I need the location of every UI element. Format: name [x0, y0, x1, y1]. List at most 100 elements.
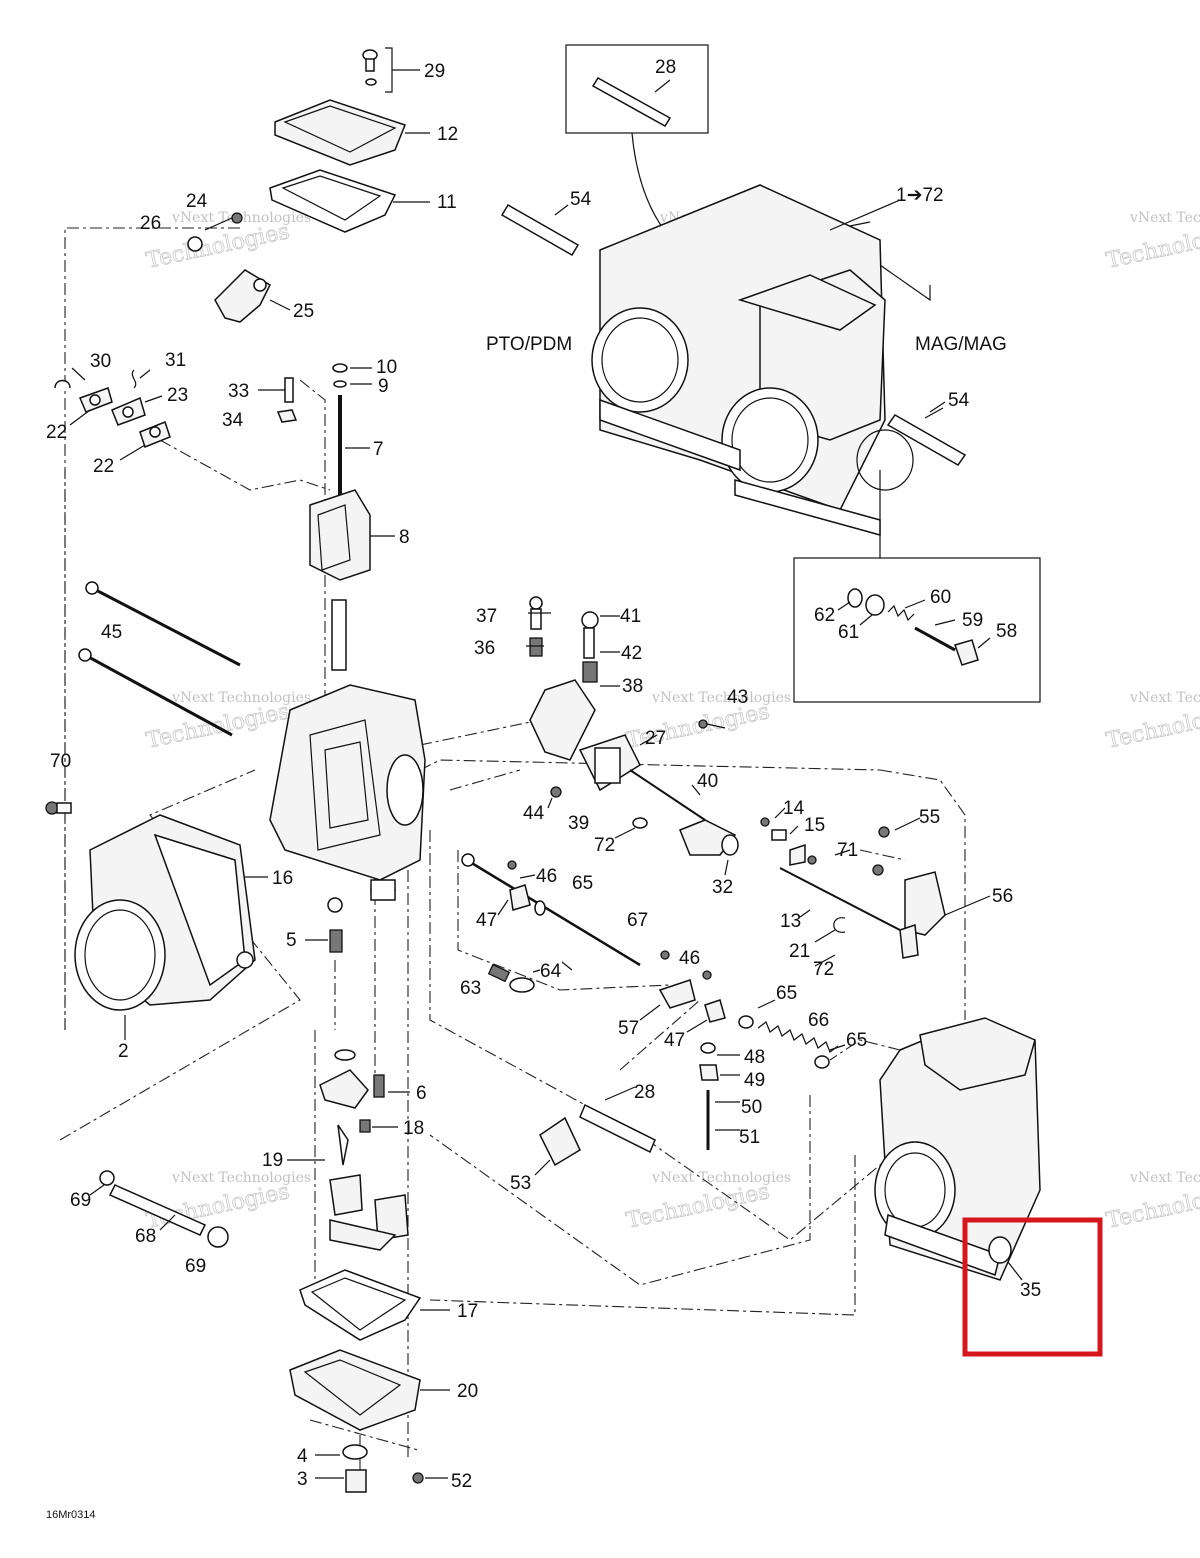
callout-33: 33	[228, 381, 249, 402]
gasket-11	[269, 169, 430, 233]
callout-20: 20	[457, 1381, 478, 1402]
callouts: 29 12 11 24 26 25 30 31 23 22 22 33 34 1…	[46, 57, 1041, 1492]
callout-53: 53	[510, 1173, 531, 1194]
callout-11: 11	[437, 192, 457, 213]
float-parts-6-18-19	[319, 1049, 410, 1251]
carburetor-body	[269, 684, 426, 901]
callout-67: 67	[627, 910, 648, 931]
top-cover-12	[274, 99, 430, 166]
watermark-text: Technologies	[1104, 1179, 1200, 1234]
pilot-screw-48-51	[699, 1042, 740, 1150]
callout-49: 49	[744, 1070, 765, 1091]
tubes-54	[500, 203, 967, 466]
callout-43: 43	[727, 687, 748, 708]
watermark-text: vNext Technologies	[1129, 690, 1200, 706]
callout-22b: 22	[93, 456, 114, 477]
callout-48: 48	[744, 1047, 765, 1068]
callout-18: 18	[403, 1118, 424, 1139]
callout-26: 26	[140, 213, 161, 234]
callout-45: 45	[101, 622, 122, 643]
callout-55: 55	[919, 807, 940, 828]
callout-61: 61	[838, 622, 859, 643]
inset-box-28	[565, 44, 709, 134]
callout-70: 70	[50, 751, 71, 772]
callout-4: 4	[297, 1446, 308, 1467]
watermark-text: vNext Technologies	[651, 690, 791, 706]
watermark-text: Technologies	[1104, 699, 1200, 754]
callout-47a: 47	[476, 910, 497, 931]
linkage-22-23	[54, 369, 171, 461]
callout-31: 31	[165, 350, 186, 371]
watermark-text: vNext Technologies	[171, 1170, 311, 1186]
callout-65c: 65	[846, 1030, 867, 1051]
tube-28-53	[534, 1086, 656, 1176]
watermark-text: vNext Technologies	[171, 690, 311, 706]
callout-21: 21	[789, 941, 810, 962]
callout-66: 66	[808, 1010, 829, 1031]
callout-15: 15	[804, 815, 825, 836]
callout-63: 63	[460, 978, 481, 999]
callout-29: 29	[424, 61, 445, 82]
callout-69b: 69	[185, 1256, 206, 1277]
callout-39: 39	[568, 813, 589, 834]
callout-14: 14	[783, 798, 805, 819]
callout-51: 51	[739, 1127, 760, 1148]
callout-60: 60	[930, 587, 951, 608]
throttle-lever-parts	[526, 596, 739, 856]
callout-72a: 72	[594, 835, 615, 856]
callout-16: 16	[272, 868, 293, 889]
float-bowl-20	[289, 1349, 450, 1431]
screw-70	[45, 801, 72, 815]
callout-8: 8	[399, 527, 410, 548]
callout-19: 19	[262, 1150, 283, 1171]
callout-58: 58	[996, 621, 1017, 642]
callout-62: 62	[814, 605, 835, 626]
callout-7: 7	[373, 439, 384, 460]
callout-47b: 47	[664, 1030, 685, 1051]
callout-46a: 46	[536, 866, 557, 887]
callout-25: 25	[293, 301, 314, 322]
watermark-text: vNext Technologies	[1129, 1170, 1200, 1186]
callout-40: 40	[697, 771, 718, 792]
choke-parts-57-63-64	[487, 950, 726, 1033]
callout-9: 9	[378, 376, 389, 397]
callout-57: 57	[618, 1018, 639, 1039]
watermark-text: Technologies	[624, 1179, 772, 1234]
callout-50: 50	[741, 1097, 762, 1118]
callout-65a: 65	[572, 873, 593, 894]
twin-carburetor-assembly	[591, 184, 914, 536]
screws-33-34	[258, 363, 372, 423]
spring-66	[738, 999, 846, 1069]
drain-plug-3-4	[315, 1444, 448, 1493]
callout-13: 13	[780, 911, 801, 932]
callout-10: 10	[376, 357, 397, 378]
callout-28a: 28	[655, 57, 676, 78]
highlight-box-35	[962, 1217, 1103, 1357]
throttle-slide-8	[309, 489, 395, 581]
callout-23: 23	[167, 385, 188, 406]
callout-32: 32	[712, 877, 733, 898]
choke-rod-67	[461, 853, 641, 967]
callout-56: 56	[992, 886, 1013, 907]
callout-71: 71	[837, 840, 858, 861]
watermark-text: Technologies	[1104, 219, 1200, 274]
assembly-lines	[59, 227, 971, 1470]
callout-36: 36	[474, 638, 495, 659]
bowl-gasket-17	[299, 1269, 450, 1341]
callout-68: 68	[135, 1226, 156, 1247]
needle-7	[338, 395, 370, 495]
leader-lines	[71, 79, 991, 1161]
pto-label: PTO/PDM	[486, 334, 572, 355]
watermark-text: vNext Technologies	[1129, 210, 1200, 226]
callout-28b: 28	[634, 1082, 655, 1103]
watermark-text: Technologies	[144, 1179, 292, 1234]
callout-69a: 69	[70, 1190, 91, 1211]
callout-59: 59	[962, 610, 983, 631]
main-jet-5	[305, 897, 343, 953]
choke-linkage-parts	[760, 817, 946, 959]
callout-22a: 22	[46, 422, 67, 443]
callout-6: 6	[416, 1083, 427, 1104]
callout-72b: 72	[813, 959, 834, 980]
screws-45	[78, 581, 241, 737]
